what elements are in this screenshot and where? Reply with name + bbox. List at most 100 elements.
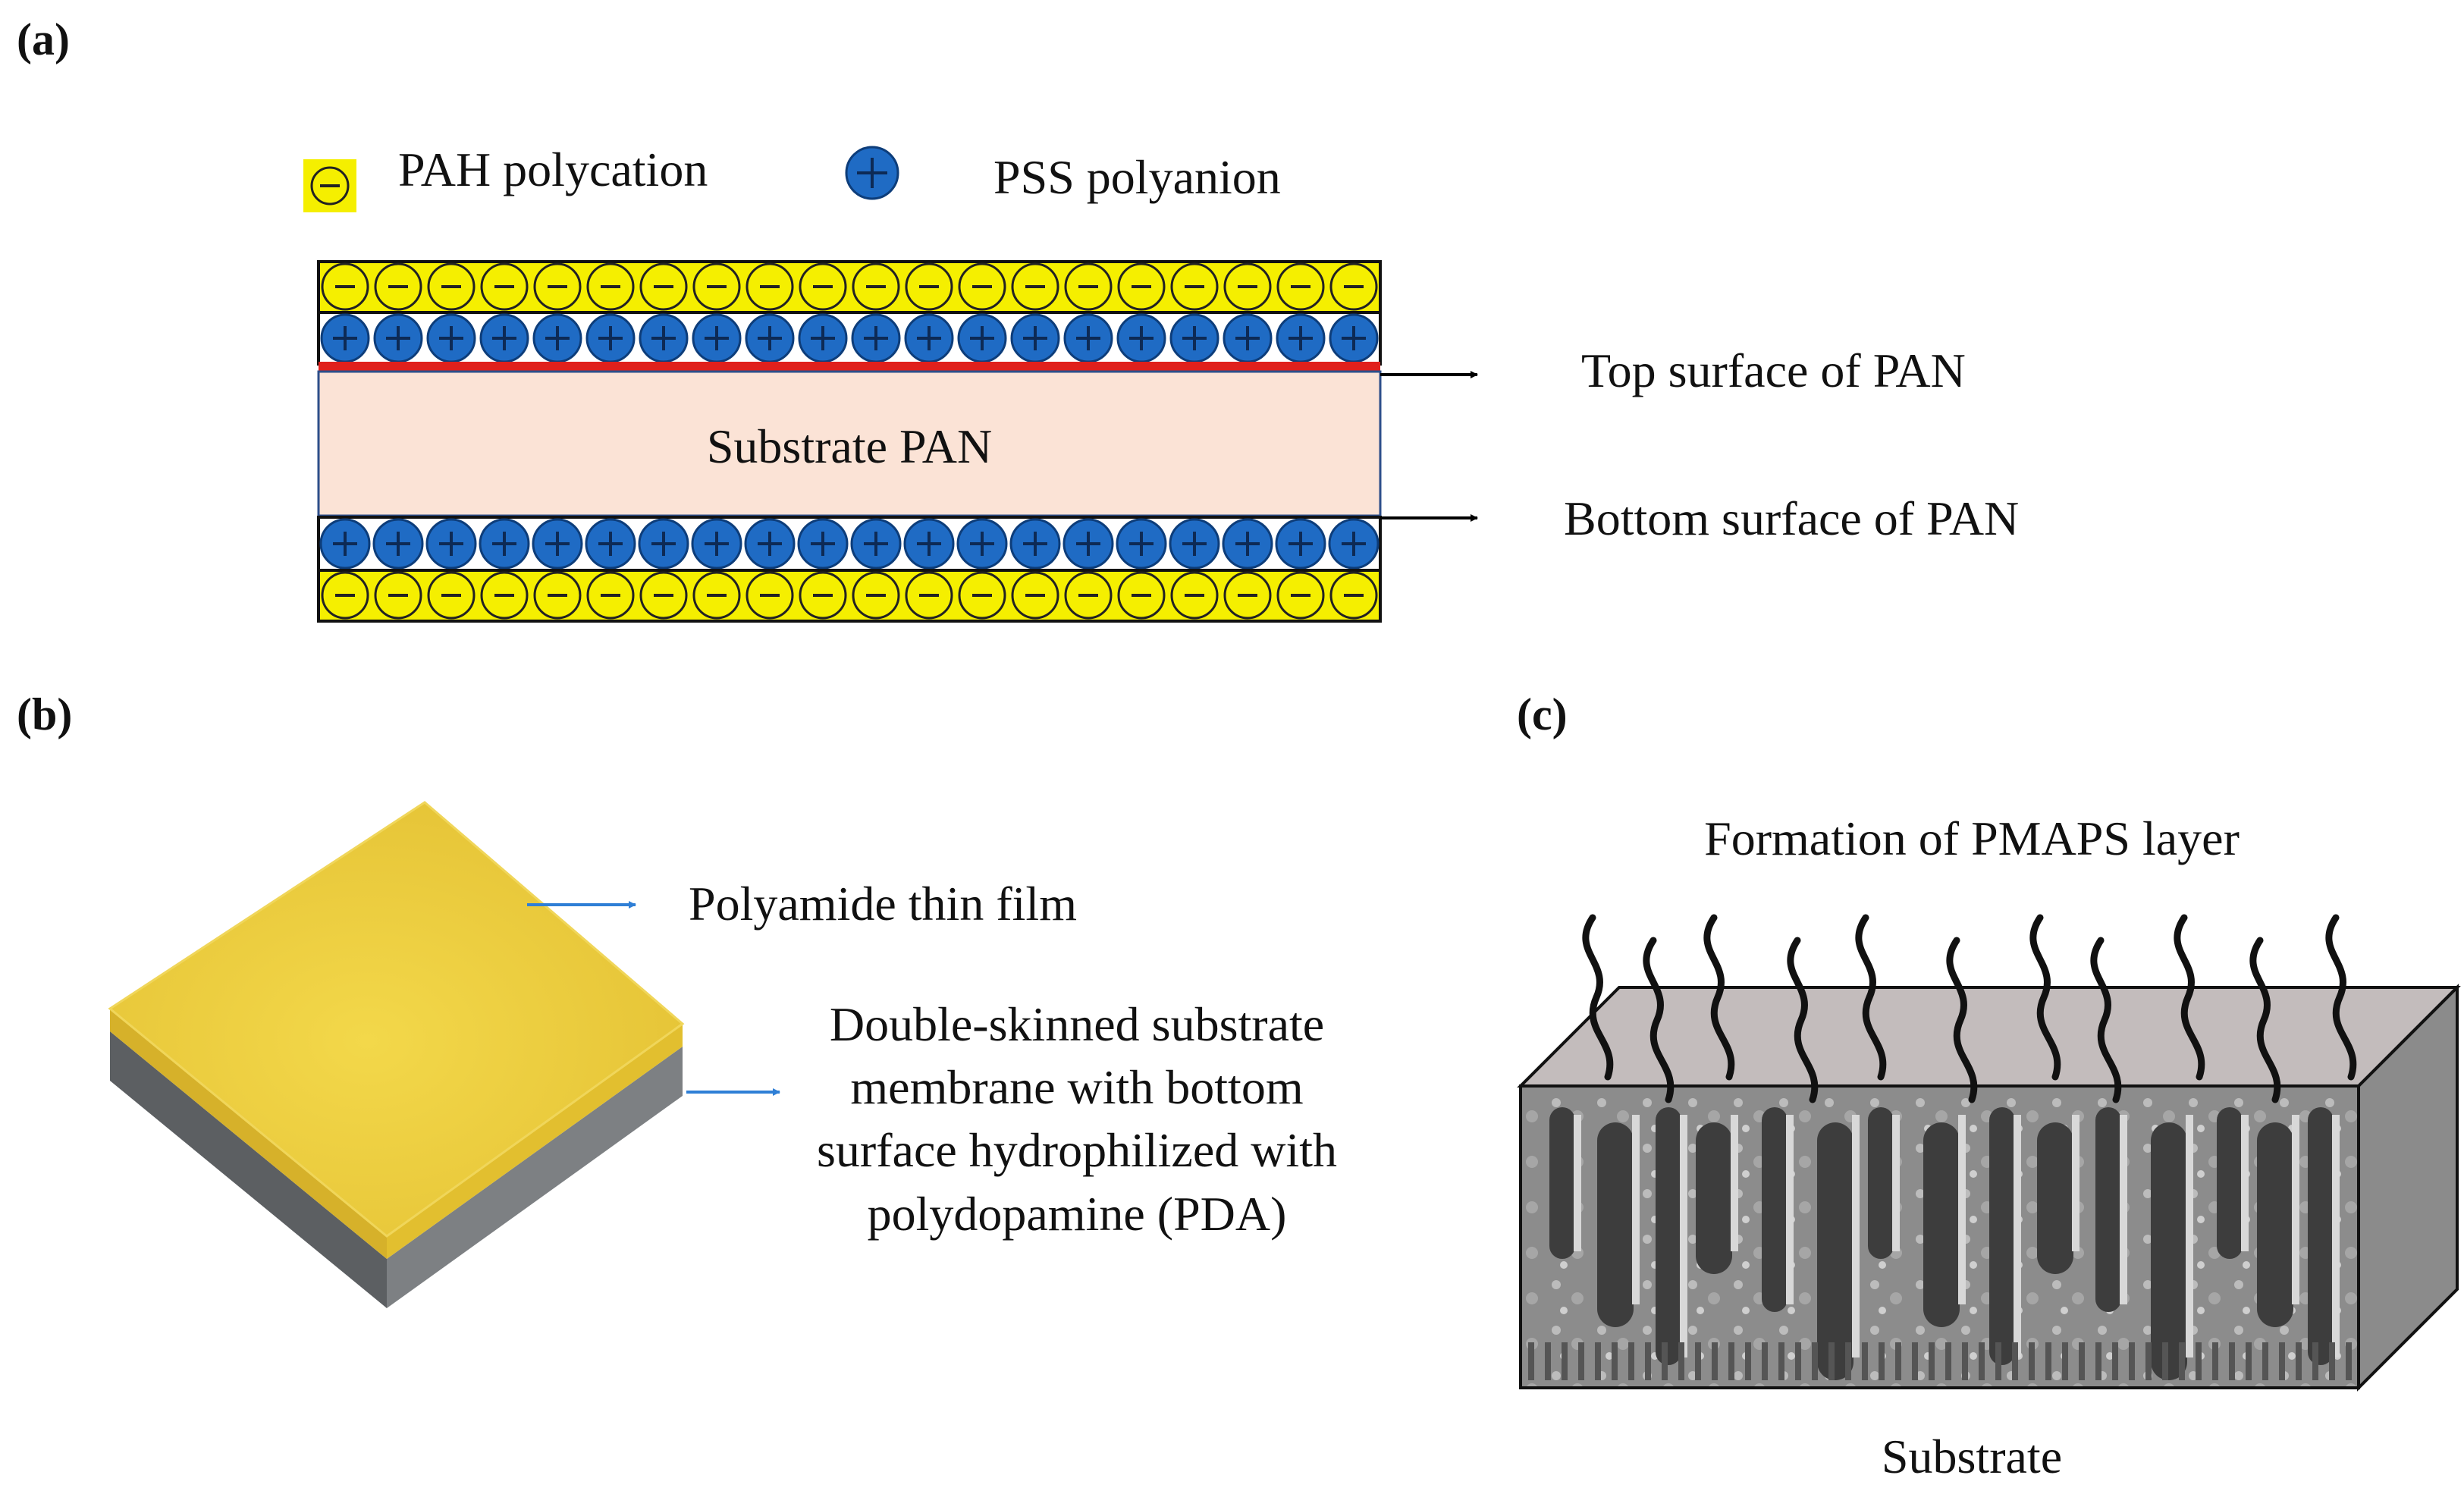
pss-charge-icon: [1169, 518, 1220, 570]
pah-charge-icon: [958, 571, 1006, 620]
pss-charge-icon: [692, 313, 742, 363]
sem-wall: [2120, 1115, 2127, 1304]
pss-charge-icon: [320, 313, 370, 363]
legend: PAH polycation PSS polyanion: [303, 143, 1281, 212]
substrate-desc-line-2: membrane with bottom: [850, 1060, 1303, 1114]
sem-bottom-texture: [1778, 1342, 1784, 1380]
pss-charge-icon: [638, 518, 689, 570]
sem-bottom-texture: [2095, 1342, 2101, 1380]
sem-pore: [2095, 1107, 2121, 1312]
sem-bottom-texture: [1862, 1342, 1868, 1380]
sem-wall: [1632, 1115, 1640, 1304]
pah-charge-icon: [586, 262, 635, 311]
pmaps-chain: [1703, 914, 1735, 1081]
pah-charge-icon: [1170, 571, 1219, 620]
sem-wall: [1786, 1115, 1794, 1304]
pah-layer-bottom: [317, 569, 1382, 623]
sem-bottom-texture: [2279, 1342, 2285, 1380]
sem-pore: [1656, 1107, 1681, 1365]
substrate-desc-line-3: surface hydrophilized with: [817, 1123, 1337, 1177]
pah-layer-top: [317, 260, 1382, 314]
pss-charge-icon: [1063, 518, 1114, 570]
sem-bottom-texture: [1612, 1342, 1618, 1380]
pss-charge-icon: [425, 518, 477, 570]
pss-charge-icon: [1169, 313, 1219, 363]
pah-charge-icon: [586, 571, 635, 620]
pah-charge-icon: [1117, 571, 1166, 620]
pss-charge-icon: [532, 313, 582, 363]
pah-top-circles: [321, 262, 1378, 311]
substrate-description: Double-skinned substrate membrane with b…: [817, 997, 1337, 1241]
sem-bottom-texture: [1712, 1342, 1718, 1380]
sem-bottom-texture: [2296, 1342, 2302, 1380]
sem-bottom-texture: [1545, 1342, 1551, 1380]
sem-bottom-texture: [1578, 1342, 1584, 1380]
pah-charge-icon: [958, 262, 1006, 311]
sem-bottom-texture: [1945, 1342, 1951, 1380]
sem-bottom-texture: [2312, 1342, 2318, 1380]
pah-charge-icon: [745, 571, 794, 620]
pss-charge-icon: [1276, 313, 1326, 363]
sem-bottom-texture: [1745, 1342, 1751, 1380]
pah-charge-icon: [1064, 262, 1113, 311]
pah-charge-icon: [1276, 262, 1325, 311]
bottom-surface-label: Bottom surface of PAN: [1564, 491, 2019, 545]
sem-bottom-texture: [2329, 1342, 2335, 1380]
sem-bottom-texture: [2179, 1342, 2185, 1380]
sem-bottom-texture: [1645, 1342, 1651, 1380]
legend-pah-label: PAH polycation: [398, 143, 708, 196]
pss-charge-icon: [479, 313, 529, 363]
sem-bottom-texture: [2045, 1342, 2051, 1380]
panel-c-label: (c): [1517, 689, 1568, 739]
sem-pore: [2217, 1107, 2243, 1259]
pah-charge-icon: [745, 262, 794, 311]
panel-a-label: (a): [17, 14, 70, 64]
sem-pore: [1597, 1122, 1634, 1327]
sem-bottom-texture: [1628, 1342, 1634, 1380]
panel-b-label: (b): [17, 689, 72, 739]
sem-bottom-texture: [1795, 1342, 1801, 1380]
pss-charge-icon: [798, 313, 848, 363]
pah-charge-icon: [321, 262, 369, 311]
pah-charge-icon: [1064, 571, 1113, 620]
sem-pore: [2037, 1122, 2073, 1274]
sem-bottom-texture: [2079, 1342, 2085, 1380]
sem-bottom-texture: [2346, 1342, 2352, 1380]
sem-bottom-texture: [1528, 1342, 1534, 1380]
sem-bottom-texture: [1662, 1342, 1668, 1380]
pah-charge-icon: [639, 262, 688, 311]
sem-wall: [2241, 1115, 2249, 1251]
pss-charge-icon: [744, 518, 796, 570]
pss-charge-icon: [904, 313, 954, 363]
sem-pore: [2257, 1122, 2293, 1327]
sem-bottom-texture: [1895, 1342, 1901, 1380]
legend-pah-icon: [303, 159, 356, 212]
pss-charge-icon: [691, 518, 742, 570]
sem-wall: [1852, 1115, 1860, 1357]
sem-bottom-texture: [1879, 1342, 1885, 1380]
pss-charge-icon: [373, 313, 423, 363]
sem-bottom-texture: [2246, 1342, 2252, 1380]
pmaps-chain: [2090, 937, 2122, 1103]
pmaps-chain: [2325, 914, 2357, 1081]
substrate-desc-line-1: Double-skinned substrate: [830, 997, 1324, 1051]
sem-wall: [2332, 1115, 2340, 1357]
pah-charge-icon: [533, 262, 582, 311]
sem-bottom-texture: [1995, 1342, 2001, 1380]
substrate-side-left: [110, 1031, 387, 1308]
pah-charge-icon: [374, 571, 422, 620]
sem-bottom-texture: [1695, 1342, 1701, 1380]
sem-bottom-texture: [1929, 1342, 1935, 1380]
sem-bottom-texture: [1728, 1342, 1734, 1380]
pah-charge-icon: [1170, 262, 1219, 311]
pah-charge-icon: [480, 262, 529, 311]
sem-pore: [1762, 1107, 1788, 1312]
sem-pore: [1923, 1122, 1960, 1327]
panel-c-substrate-label: Substrate: [1882, 1430, 2062, 1483]
pss-charge-icon: [1275, 518, 1326, 570]
legend-pss-label: PSS polyanion: [993, 150, 1281, 204]
pah-charge-icon: [1276, 571, 1325, 620]
pss-charge-icon: [903, 518, 955, 570]
pss-charge-icon: [1223, 313, 1273, 363]
